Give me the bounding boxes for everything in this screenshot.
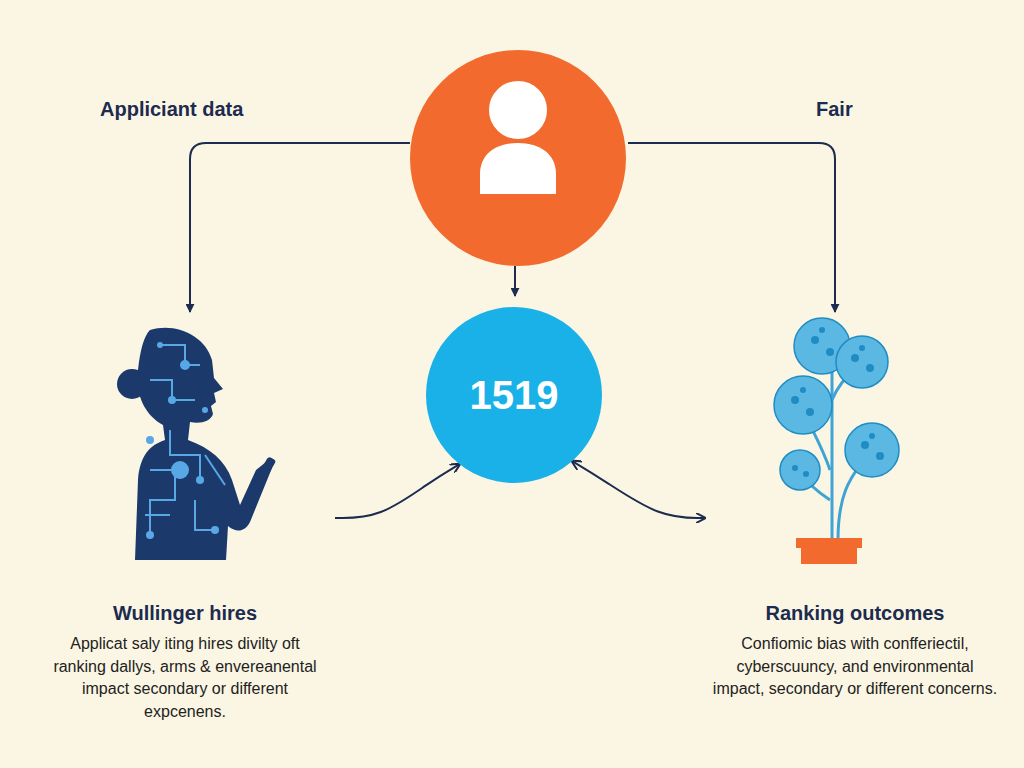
connector-arrow bbox=[335, 464, 460, 518]
illustrated-panel: Wullinger hiresApplicat saly iting hires… bbox=[35, 320, 335, 720]
person-icon-head bbox=[487, 79, 549, 141]
person-icon-body bbox=[480, 143, 556, 194]
tree-foliage bbox=[774, 318, 899, 490]
pot bbox=[801, 546, 857, 564]
flow-line bbox=[514, 266, 516, 296]
panel-heading: Ranking outcomes bbox=[766, 602, 945, 625]
woman-figure bbox=[117, 328, 276, 560]
panel-heading: Wullinger hires bbox=[113, 602, 257, 625]
flow-line bbox=[628, 143, 835, 312]
foliage-dots bbox=[791, 327, 884, 477]
value-number: 1519 bbox=[470, 373, 559, 418]
connector-arrow bbox=[572, 461, 705, 518]
panel-body: Applicat saly iting hires divilty oft ra… bbox=[43, 633, 328, 723]
person-circle bbox=[410, 50, 626, 266]
value-circle: 1519 bbox=[426, 307, 602, 483]
woman-silhouette bbox=[135, 328, 272, 560]
circuit-lines bbox=[145, 345, 225, 535]
flow-line bbox=[190, 143, 410, 312]
illustrated-panel: Ranking outcomesConfiomic bias with conf… bbox=[705, 320, 1005, 720]
circuit-dots bbox=[146, 342, 219, 539]
line-label: Fair bbox=[816, 98, 853, 121]
circle-fill bbox=[426, 307, 602, 483]
phone bbox=[245, 456, 277, 502]
tree-figure bbox=[774, 318, 899, 564]
line-label: Appliciant data bbox=[100, 98, 243, 121]
panel-body: Confiomic bias with confferiectil, cyber… bbox=[713, 633, 998, 701]
